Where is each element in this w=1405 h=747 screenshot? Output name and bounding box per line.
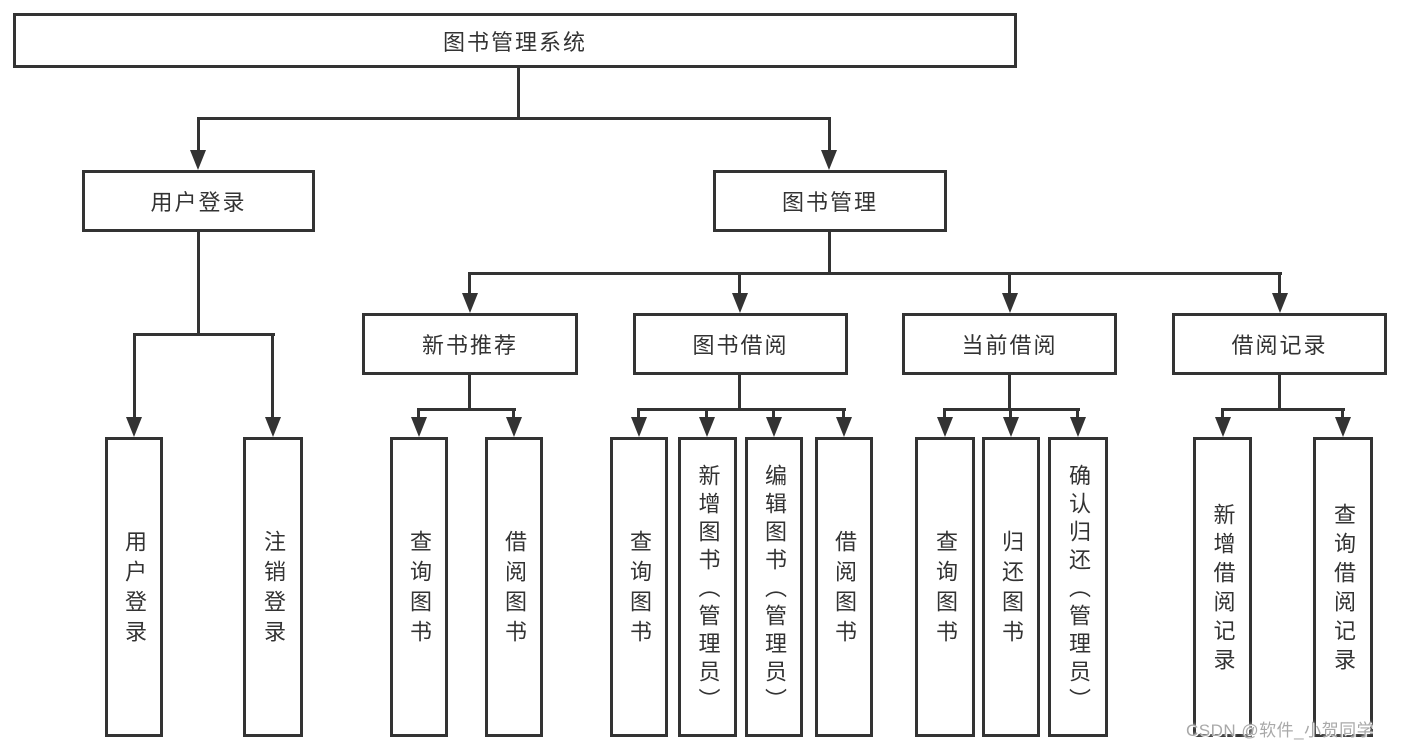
connector-line (1278, 375, 1281, 408)
leaf-borrow-books: 借阅图书 (815, 437, 873, 737)
leaf-new-borrow-record: 新增借阅记录 (1193, 437, 1252, 737)
arrowhead-icon (506, 417, 522, 437)
connector-line (738, 375, 741, 408)
arrowhead-icon (126, 417, 142, 437)
arrowhead-icon (265, 417, 281, 437)
leaf-query-books-recommend: 查询图书 (390, 437, 448, 737)
node-book-borrowing: 图书借阅 (633, 313, 848, 375)
leaf-confirm-return-admin: 确认归还（管理员） (1048, 437, 1108, 737)
connector-line (133, 333, 275, 336)
leaf-query-books-borrow: 查询图书 (610, 437, 668, 737)
connector-line (705, 408, 708, 419)
arrowhead-icon (190, 150, 206, 170)
leaf-logout: 注销登录 (243, 437, 303, 737)
connector-line (197, 117, 200, 153)
node-borrowing-records: 借阅记录 (1172, 313, 1387, 375)
arrowhead-icon (1272, 293, 1288, 313)
connector-line (842, 408, 845, 419)
arrowhead-icon (411, 417, 427, 437)
arrowhead-icon (699, 417, 715, 437)
node-book-management: 图书管理 (713, 170, 947, 232)
arrowhead-icon (462, 293, 478, 313)
node-current-borrowing: 当前借阅 (902, 313, 1117, 375)
node-new-book-recommendation: 新书推荐 (362, 313, 578, 375)
connector-line (637, 408, 640, 419)
connector-line (1076, 408, 1079, 419)
arrowhead-icon (1070, 417, 1086, 437)
csdn-watermark: CSDN @软件_小贺同学 (1186, 721, 1375, 740)
connector-line (1008, 375, 1011, 408)
connector-line (417, 408, 516, 411)
connector-line (133, 333, 136, 419)
connector-line (1221, 408, 1224, 419)
node-library-system: 图书管理系统 (13, 13, 1017, 68)
arrowhead-icon (1002, 293, 1018, 313)
arrowhead-icon (766, 417, 782, 437)
connector-line (468, 272, 471, 294)
connector-line (772, 408, 775, 419)
arrowhead-icon (821, 150, 837, 170)
leaf-add-books-admin: 新增图书（管理员） (678, 437, 737, 737)
connector-line (417, 408, 420, 419)
connector-line (1221, 408, 1345, 411)
arrowhead-icon (1003, 417, 1019, 437)
connector-line (197, 117, 831, 120)
leaf-query-borrow-record: 查询借阅记录 (1313, 437, 1373, 737)
connector-line (468, 375, 471, 408)
leaf-query-books-current: 查询图书 (915, 437, 975, 737)
connector-line (828, 232, 831, 272)
connector-line (943, 408, 946, 419)
arrowhead-icon (1215, 417, 1231, 437)
connector-line (1278, 272, 1281, 294)
leaf-return-books: 归还图书 (982, 437, 1040, 737)
connector-line (637, 408, 846, 411)
connector-line (1341, 408, 1344, 419)
connector-line (271, 333, 274, 419)
connector-line (517, 67, 520, 118)
connector-line (468, 272, 1282, 275)
arrowhead-icon (937, 417, 953, 437)
arrowhead-icon (631, 417, 647, 437)
node-user-login: 用户登录 (82, 170, 315, 232)
leaf-borrow-books-recommend: 借阅图书 (485, 437, 543, 737)
arrowhead-icon (732, 293, 748, 313)
connector-line (828, 117, 831, 153)
connector-line (1008, 272, 1011, 294)
connector-line (1009, 408, 1012, 419)
connector-line (197, 232, 200, 333)
leaf-edit-books-admin: 编辑图书（管理员） (745, 437, 803, 737)
leaf-user-login: 用户登录 (105, 437, 163, 737)
arrowhead-icon (836, 417, 852, 437)
arrowhead-icon (1335, 417, 1351, 437)
connector-line (512, 408, 515, 419)
connector-line (738, 272, 741, 294)
